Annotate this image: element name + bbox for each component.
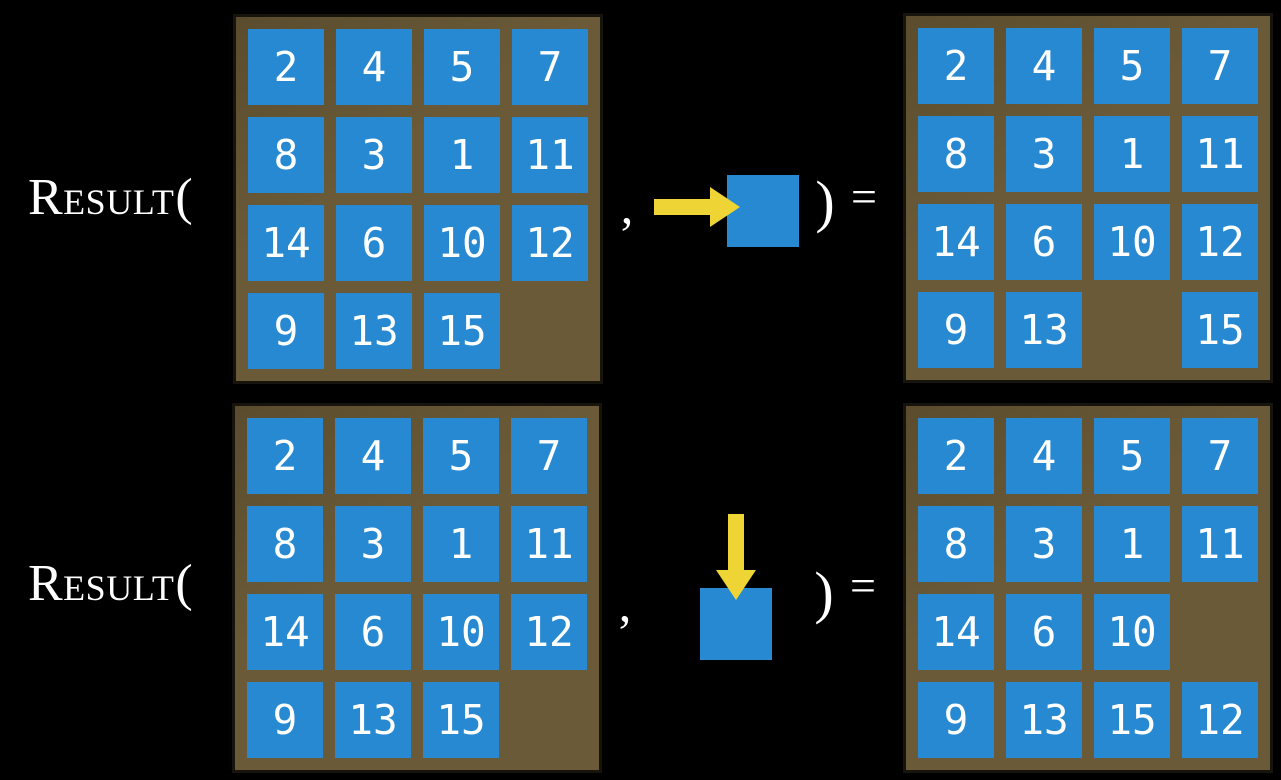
puzzle-tile-12: 12 bbox=[1182, 204, 1258, 280]
puzzle-tile-1: 1 bbox=[1094, 506, 1170, 582]
puzzle-tile-6: 6 bbox=[1006, 204, 1082, 280]
puzzle-tile-9: 9 bbox=[918, 682, 994, 758]
puzzle-tile-12: 12 bbox=[512, 205, 588, 281]
puzzle-tile-2: 2 bbox=[918, 418, 994, 494]
puzzle-tile-15: 15 bbox=[1094, 682, 1170, 758]
puzzle-tile-10: 10 bbox=[1094, 594, 1170, 670]
moving-tile-square bbox=[700, 588, 772, 660]
puzzle-tile-8: 8 bbox=[247, 506, 323, 582]
puzzle-tile-5: 5 bbox=[424, 29, 500, 105]
puzzle-tile-4: 4 bbox=[335, 418, 411, 494]
puzzle-tile-11: 11 bbox=[512, 117, 588, 193]
puzzle-tile-3: 3 bbox=[335, 506, 411, 582]
puzzle-tile-11: 11 bbox=[1182, 506, 1258, 582]
puzzle-tile-8: 8 bbox=[248, 117, 324, 193]
close-paren: ) bbox=[815, 169, 835, 234]
puzzle-tile-12: 12 bbox=[1182, 682, 1258, 758]
function-name: Result bbox=[28, 169, 175, 226]
puzzle-tile-13: 13 bbox=[1006, 682, 1082, 758]
empty-cell bbox=[512, 293, 588, 369]
down-arrow-icon bbox=[716, 514, 756, 600]
puzzle-tile-10: 10 bbox=[423, 594, 499, 670]
open-paren: ( bbox=[175, 555, 193, 612]
puzzle-tile-14: 14 bbox=[918, 204, 994, 280]
equals-sign: = bbox=[851, 171, 877, 222]
puzzle-tile-11: 11 bbox=[511, 506, 587, 582]
right-arrow-icon bbox=[654, 187, 740, 227]
empty-cell bbox=[1094, 292, 1170, 368]
result-function-label: Result( bbox=[28, 172, 193, 224]
puzzle-tile-7: 7 bbox=[1182, 28, 1258, 104]
comma-separator: , bbox=[618, 576, 632, 632]
puzzle-tile-1: 1 bbox=[423, 506, 499, 582]
open-paren: ( bbox=[175, 169, 193, 226]
puzzle-tile-2: 2 bbox=[918, 28, 994, 104]
puzzle-tile-9: 9 bbox=[248, 293, 324, 369]
puzzle-tile-5: 5 bbox=[1094, 418, 1170, 494]
puzzle-tile-9: 9 bbox=[918, 292, 994, 368]
moving-tile-square bbox=[727, 175, 799, 247]
equals-sign: = bbox=[850, 560, 876, 611]
puzzle-tile-1: 1 bbox=[1094, 116, 1170, 192]
puzzle-tile-3: 3 bbox=[336, 117, 412, 193]
puzzle-tile-2: 2 bbox=[248, 29, 324, 105]
puzzle-tile-5: 5 bbox=[423, 418, 499, 494]
puzzle-tile-15: 15 bbox=[423, 682, 499, 758]
puzzle-tile-14: 14 bbox=[248, 205, 324, 281]
puzzle-tile-9: 9 bbox=[247, 682, 323, 758]
puzzle-tile-10: 10 bbox=[1094, 204, 1170, 280]
puzzle-tile-3: 3 bbox=[1006, 506, 1082, 582]
puzzle-tile-6: 6 bbox=[1006, 594, 1082, 670]
comma-separator: , bbox=[620, 178, 634, 234]
puzzle-tile-14: 14 bbox=[918, 594, 994, 670]
result-function-label: Result( bbox=[28, 558, 193, 610]
puzzle-tile-13: 13 bbox=[1006, 292, 1082, 368]
empty-cell bbox=[1182, 594, 1258, 670]
puzzle-tile-13: 13 bbox=[335, 682, 411, 758]
puzzle-tile-4: 4 bbox=[1006, 28, 1082, 104]
puzzle-tile-6: 6 bbox=[336, 205, 412, 281]
empty-cell bbox=[511, 682, 587, 758]
puzzle-tile-14: 14 bbox=[247, 594, 323, 670]
puzzle-tile-15: 15 bbox=[424, 293, 500, 369]
puzzle-tile-6: 6 bbox=[335, 594, 411, 670]
puzzle-tile-4: 4 bbox=[336, 29, 412, 105]
puzzle-tile-11: 11 bbox=[1182, 116, 1258, 192]
puzzle-tile-7: 7 bbox=[511, 418, 587, 494]
puzzle-tile-15: 15 bbox=[1182, 292, 1258, 368]
puzzle-tile-1: 1 bbox=[424, 117, 500, 193]
puzzle-tile-7: 7 bbox=[1182, 418, 1258, 494]
close-paren: ) bbox=[814, 560, 834, 625]
puzzle-tile-4: 4 bbox=[1006, 418, 1082, 494]
function-name: Result bbox=[28, 555, 175, 612]
puzzle-tile-8: 8 bbox=[918, 116, 994, 192]
puzzle-tile-5: 5 bbox=[1094, 28, 1170, 104]
puzzle-tile-7: 7 bbox=[512, 29, 588, 105]
puzzle-tile-8: 8 bbox=[918, 506, 994, 582]
puzzle-tile-2: 2 bbox=[247, 418, 323, 494]
puzzle-tile-3: 3 bbox=[1006, 116, 1082, 192]
puzzle-tile-13: 13 bbox=[336, 293, 412, 369]
puzzle-tile-10: 10 bbox=[424, 205, 500, 281]
puzzle-tile-12: 12 bbox=[511, 594, 587, 670]
